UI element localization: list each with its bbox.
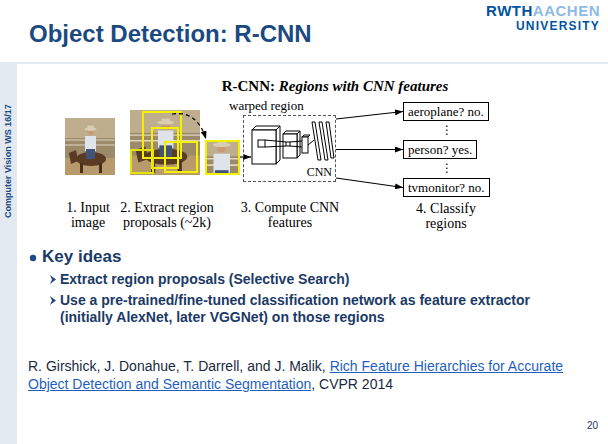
slide-title: Object Detection: R-CNN — [29, 20, 312, 48]
class-box: person? yes. — [403, 140, 477, 159]
heading-text: R-CNN: — [222, 78, 275, 94]
class-box: tvmonitor? no. — [403, 178, 490, 197]
course-name: Computer Vision WS 16/17 — [2, 104, 14, 218]
box-text: tvmonitor? no. — [408, 180, 485, 195]
step-text: 2. Extract region proposals (~2k) — [120, 200, 214, 230]
cnn-layers — [265, 140, 286, 142]
step-label: 2. Extract region proposals (~2k) — [105, 200, 229, 230]
proposal-image — [165, 142, 197, 172]
cnn-layers — [290, 146, 302, 147]
step-text: 1. Input image — [66, 200, 110, 230]
logo-text: AACHEN — [533, 2, 600, 19]
bullet-heading: Key ideas — [42, 247, 121, 267]
cnn-layers — [290, 141, 302, 142]
network-box: CNN — [243, 115, 336, 182]
bullet-heading-text: Key ideas — [42, 247, 121, 266]
ellipsis-text: ⋮ — [441, 123, 453, 137]
logo-text: RWTH — [486, 2, 533, 19]
proposal-image — [130, 110, 200, 175]
warped-image — [206, 141, 239, 174]
citation: R. Girshick, J. Donahue, T. Darrell, and… — [28, 357, 580, 393]
university-logo: RWTHAACHENUNIVERSITY — [486, 3, 600, 32]
sub-bullet — [50, 296, 56, 305]
box-text: person? yes. — [408, 142, 472, 157]
figure-label: warped region — [229, 98, 304, 114]
citation-venue: , CVPR 2014 — [311, 376, 393, 392]
bullet-text: Use a pre-trained/fine-tuned classificat… — [60, 292, 530, 325]
figure-label-text: warped region — [229, 98, 304, 113]
course-text: Computer Vision WS 16/17 — [3, 104, 13, 218]
cnn-layers — [252, 122, 334, 164]
step-label: 3. Compute CNN features — [238, 200, 342, 230]
step-text: 3. Compute CNN features — [241, 200, 339, 230]
warped-image — [184, 131, 259, 203]
connector-arrow — [336, 149, 403, 150]
warp-arrow — [172, 114, 206, 139]
proposal-image — [143, 112, 181, 158]
title-text: Object Detection: R-CNN — [29, 20, 312, 47]
cnn-layers — [308, 140, 314, 145]
cnn-layers — [252, 126, 280, 130]
sub-bullet — [50, 275, 56, 284]
logo-text: UNIVERSITY — [486, 20, 600, 33]
proposal-image — [130, 110, 200, 175]
cnn-layers — [326, 122, 334, 158]
step-label: 4. Classify regions — [400, 201, 492, 231]
input-arrow — [240, 156, 251, 157]
bullet-text: Extract region proposals (Selective Sear… — [60, 271, 349, 287]
figure-heading: R-CNN:Regions with CNN features — [135, 78, 535, 95]
step-text: 4. Classify regions — [416, 201, 476, 231]
page-number-text: 20 — [587, 420, 598, 431]
class-box: aeroplane? no. — [403, 102, 489, 121]
header-rule — [0, 63, 608, 64]
bullet-dot — [30, 255, 36, 261]
cnn-layers — [258, 140, 265, 147]
cnn-layers — [265, 146, 286, 147]
ellipsis: ⋮ — [441, 160, 453, 176]
cnn-layers — [302, 137, 308, 153]
bullet-text: Use a pre-trained/fine-tuned classificat… — [60, 292, 578, 326]
page-number: 20 — [587, 420, 598, 431]
cnn-layers — [286, 142, 290, 146]
connector-arrow — [336, 178, 403, 188]
box-text: aeroplane? no. — [408, 104, 484, 119]
warped-image — [184, 131, 259, 203]
heading-text: Regions with CNN features — [279, 78, 449, 94]
input-image — [65, 118, 115, 175]
box-text: CNN — [307, 165, 332, 180]
side-band — [0, 64, 17, 444]
ellipsis-text: ⋮ — [441, 161, 453, 175]
ellipsis: ⋮ — [441, 122, 453, 138]
bullet-text: Extract region proposals (Selective Sear… — [60, 271, 349, 287]
connector-arrow — [336, 112, 403, 120]
warped-image — [184, 131, 259, 203]
proposal-image — [131, 150, 153, 173]
citation-authors: R. Girshick, J. Donahue, T. Darrell, and… — [28, 358, 326, 374]
cnn-layers — [276, 126, 280, 164]
step-label: 1. Input image — [56, 200, 120, 230]
